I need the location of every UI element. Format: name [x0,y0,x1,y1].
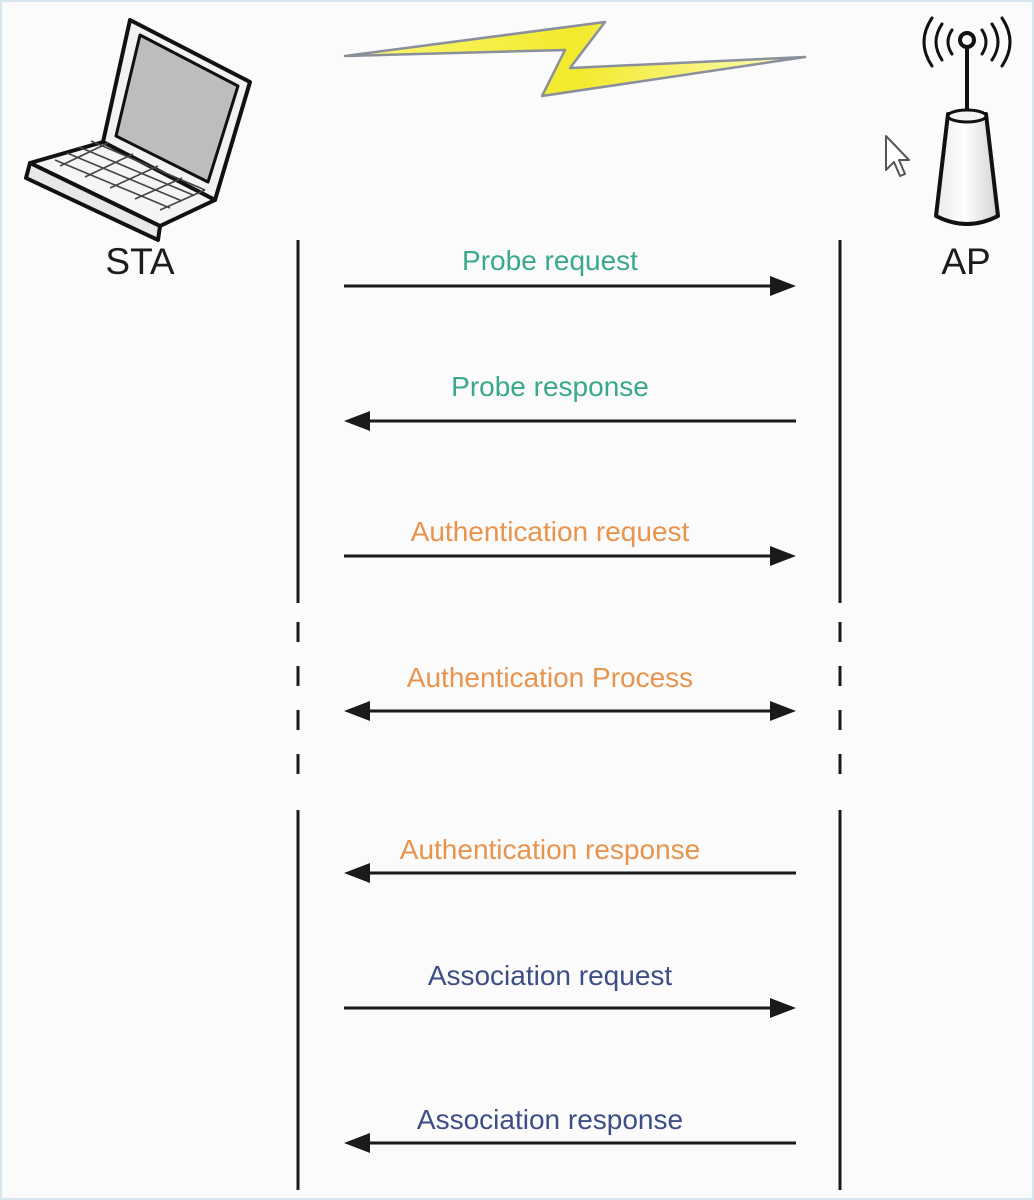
arrowhead-right [770,546,796,566]
message-label: Association response [417,1104,683,1135]
access-point-label: AP [941,241,990,282]
message-row: Authentication response [344,834,796,883]
access-point-icon [922,16,1012,226]
arrowhead-right [770,276,796,296]
station-label: STA [105,241,175,282]
message-row: Authentication request [344,516,796,566]
message-label: Authentication response [400,834,700,865]
message-row: Association response [344,1104,796,1153]
arrowhead-left [344,1133,370,1153]
arrowhead-right [770,998,796,1018]
message-label: Probe response [451,371,649,402]
message-row: Probe request [344,245,796,296]
arrowhead-right [770,701,796,721]
message-label: Authentication Process [407,662,693,693]
message-row: Probe response [344,371,796,431]
mouse-cursor-icon [885,135,910,177]
message-label: Authentication request [411,516,690,547]
arrowhead-left [344,863,370,883]
message-label: Probe request [462,245,638,276]
arrowhead-left [344,701,370,721]
lightning-icon [343,20,807,98]
arrowhead-left [344,411,370,431]
message-label: Association request [428,960,673,991]
laptop-icon [24,18,252,242]
lightning-bolt [343,20,807,98]
message-row: Association request [344,960,796,1018]
message-row: Authentication Process [344,662,796,721]
